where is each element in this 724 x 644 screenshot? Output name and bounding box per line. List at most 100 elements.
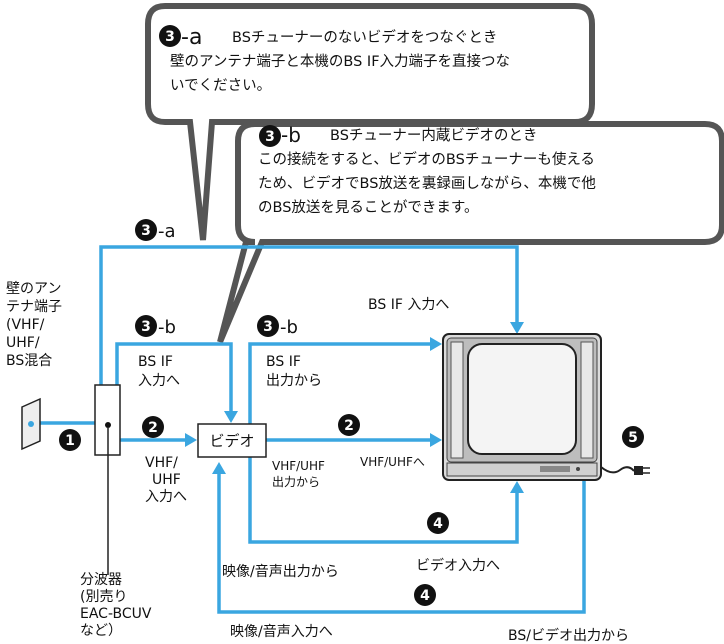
callout-3a: 3 -a BSチューナーのないビデオをつなぐとき 壁のアンテナ端子と本機のBS … xyxy=(145,2,595,241)
line-3b-out xyxy=(248,342,430,425)
step-3b-right-badge xyxy=(257,315,279,337)
splitter-label-3: EAC-BCUV xyxy=(80,606,152,622)
label-bs-if-in-1: BS IF xyxy=(138,354,173,370)
tv-screen xyxy=(467,343,577,455)
line-3a xyxy=(99,245,519,385)
callout-3a-badge xyxy=(159,25,181,47)
step-2-in: 2 xyxy=(142,416,164,438)
tv-power-led xyxy=(576,467,580,471)
step-1-badge xyxy=(59,429,81,451)
step-2-in-number: 2 xyxy=(148,420,158,436)
wall-label-2: テナ端子 xyxy=(6,299,62,315)
callout-3a-bubble xyxy=(145,2,595,241)
wall-label-3: (VHF/ xyxy=(6,317,45,333)
label-vhf-to-tv: VHF/UHFへ xyxy=(360,455,425,469)
label-av-out: 映像/音声出力から xyxy=(222,563,339,580)
step-4-lower-badge xyxy=(414,584,436,606)
tv-control-panel xyxy=(446,462,598,477)
arrow-2-out xyxy=(430,433,442,447)
wall-jack xyxy=(28,421,34,427)
label-bs-if-input-tv: BS IF 入力へ xyxy=(368,297,449,313)
tv-left-speaker xyxy=(450,341,464,459)
video-box xyxy=(197,423,267,458)
splitter: 分波器 (別売り EAC-BCUV など） xyxy=(80,384,152,639)
wall-label-1: 壁のアン xyxy=(6,281,61,297)
label-bs-if-in-2: 入力へ xyxy=(138,373,180,389)
label-vhf-out-2: 出力から xyxy=(272,475,320,489)
label-av-in: 映像/音声入力へ xyxy=(230,623,333,640)
label-video-in: ビデオ入力へ xyxy=(416,557,500,574)
step-2-out-number: 2 xyxy=(344,418,354,434)
step-2-out: 2 xyxy=(338,414,360,436)
step-4-upper: 4 xyxy=(427,512,449,534)
callout-3a-line-2: 壁のアンテナ端子と本機のBS IF入力端子を直接つな xyxy=(170,53,510,70)
step-3b-left-badge xyxy=(135,315,157,337)
arrow-3b-out xyxy=(430,337,442,351)
step-1-number: 1 xyxy=(65,433,75,449)
splitter-label-1: 分波器 xyxy=(80,572,122,588)
splitter-label-4: など） xyxy=(80,623,122,639)
step-3a-suffix: -a xyxy=(158,221,176,242)
label-vhf-in-1: VHF/ xyxy=(145,455,178,471)
step-2-out-badge xyxy=(338,414,360,436)
callout-3b-badge xyxy=(259,125,281,147)
callout-3a-line-1: BSチューナーのないビデオをつなぐとき xyxy=(232,28,497,46)
label-bs-if-out-2: 出力から xyxy=(266,373,322,389)
wall-label-5: BS混合 xyxy=(6,353,52,369)
arrow-3b-in xyxy=(224,411,238,423)
label-bs-if-out-1: BS IF xyxy=(266,354,301,370)
label-vhf-in-2: UHF xyxy=(152,472,181,488)
connection-lines xyxy=(40,245,586,614)
label-vhf-out-1: VHF/UHF xyxy=(272,459,325,473)
splitter-label-2: (別売り xyxy=(80,589,127,605)
step-3b-left-suffix: -b xyxy=(158,317,176,338)
wall-terminal: 壁のアン テナ端子 (VHF/ UHF/ BS混合 xyxy=(6,281,62,451)
step-2-in-badge xyxy=(142,416,164,438)
step-4-lower: 4 xyxy=(414,584,436,606)
step-3b-right: 3 -b xyxy=(257,315,298,338)
video-deck: ビデオ xyxy=(197,423,267,458)
video-box-label: ビデオ xyxy=(209,432,254,450)
power-plug xyxy=(634,466,643,475)
step-3a: 3 -a xyxy=(135,219,176,242)
step-3a-badge xyxy=(135,219,157,241)
line-3b-in xyxy=(115,342,233,411)
tv-set xyxy=(442,333,650,481)
step-3a-number: 3 xyxy=(141,223,151,239)
step-1: 1 xyxy=(59,429,81,451)
callout-3b-line-1: BSチューナー内蔵ビデオのとき xyxy=(330,126,537,144)
callout-3b-line-4: のBS放送を見ることができます。 xyxy=(258,199,478,216)
step-3b-right-suffix: -b xyxy=(280,317,298,338)
step-4-upper-badge xyxy=(427,512,449,534)
callout-3b-line-3: ため、ビデオでBS放送を裏録画しながら、本機で他 xyxy=(258,174,596,192)
wall-label-4: UHF/ xyxy=(6,335,40,351)
step-4-upper-number: 4 xyxy=(433,516,443,532)
arrow-2-in xyxy=(185,433,197,447)
callout-3a-badge-number: 3 xyxy=(165,29,175,45)
line-4-in xyxy=(217,474,586,614)
arrow-4-in xyxy=(212,462,226,474)
callout-3b-badge-number: 3 xyxy=(265,129,275,145)
callout-3b-suffix: -b xyxy=(281,123,301,147)
step-5-number: 5 xyxy=(628,430,638,446)
tv-right-speaker xyxy=(580,341,594,459)
step-4-lower-number: 4 xyxy=(420,588,430,604)
step-5: 5 xyxy=(622,426,644,448)
tv-panel-buttons xyxy=(540,466,570,472)
step-3b-left-number: 3 xyxy=(141,319,151,335)
label-bs-video-out: BS/ビデオ出力から xyxy=(508,627,629,644)
power-cord xyxy=(600,466,635,474)
line-4-out xyxy=(248,456,519,544)
arrow-4-out xyxy=(510,481,524,493)
label-vhf-in-3: 入力へ xyxy=(145,489,187,505)
callout-3b: 3 -b BSチューナー内蔵ビデオのとき この接続をすると、ビデオのBSチューナ… xyxy=(217,121,724,344)
step-3b-left: 3 -b xyxy=(135,315,176,338)
step-5-badge xyxy=(622,426,644,448)
step-3b-right-number: 3 xyxy=(263,319,273,335)
splitter-port xyxy=(105,422,111,428)
callout-3a-line-3: いでください。 xyxy=(170,77,271,94)
callout-3b-bubble xyxy=(217,121,724,344)
connection-labels: BS IF 入力へ BS IF 入力へ BS IF 出力から VHF/ UHF … xyxy=(138,297,629,644)
callout-3b-line-2: この接続をすると、ビデオのBSチューナーも使える xyxy=(258,150,595,168)
